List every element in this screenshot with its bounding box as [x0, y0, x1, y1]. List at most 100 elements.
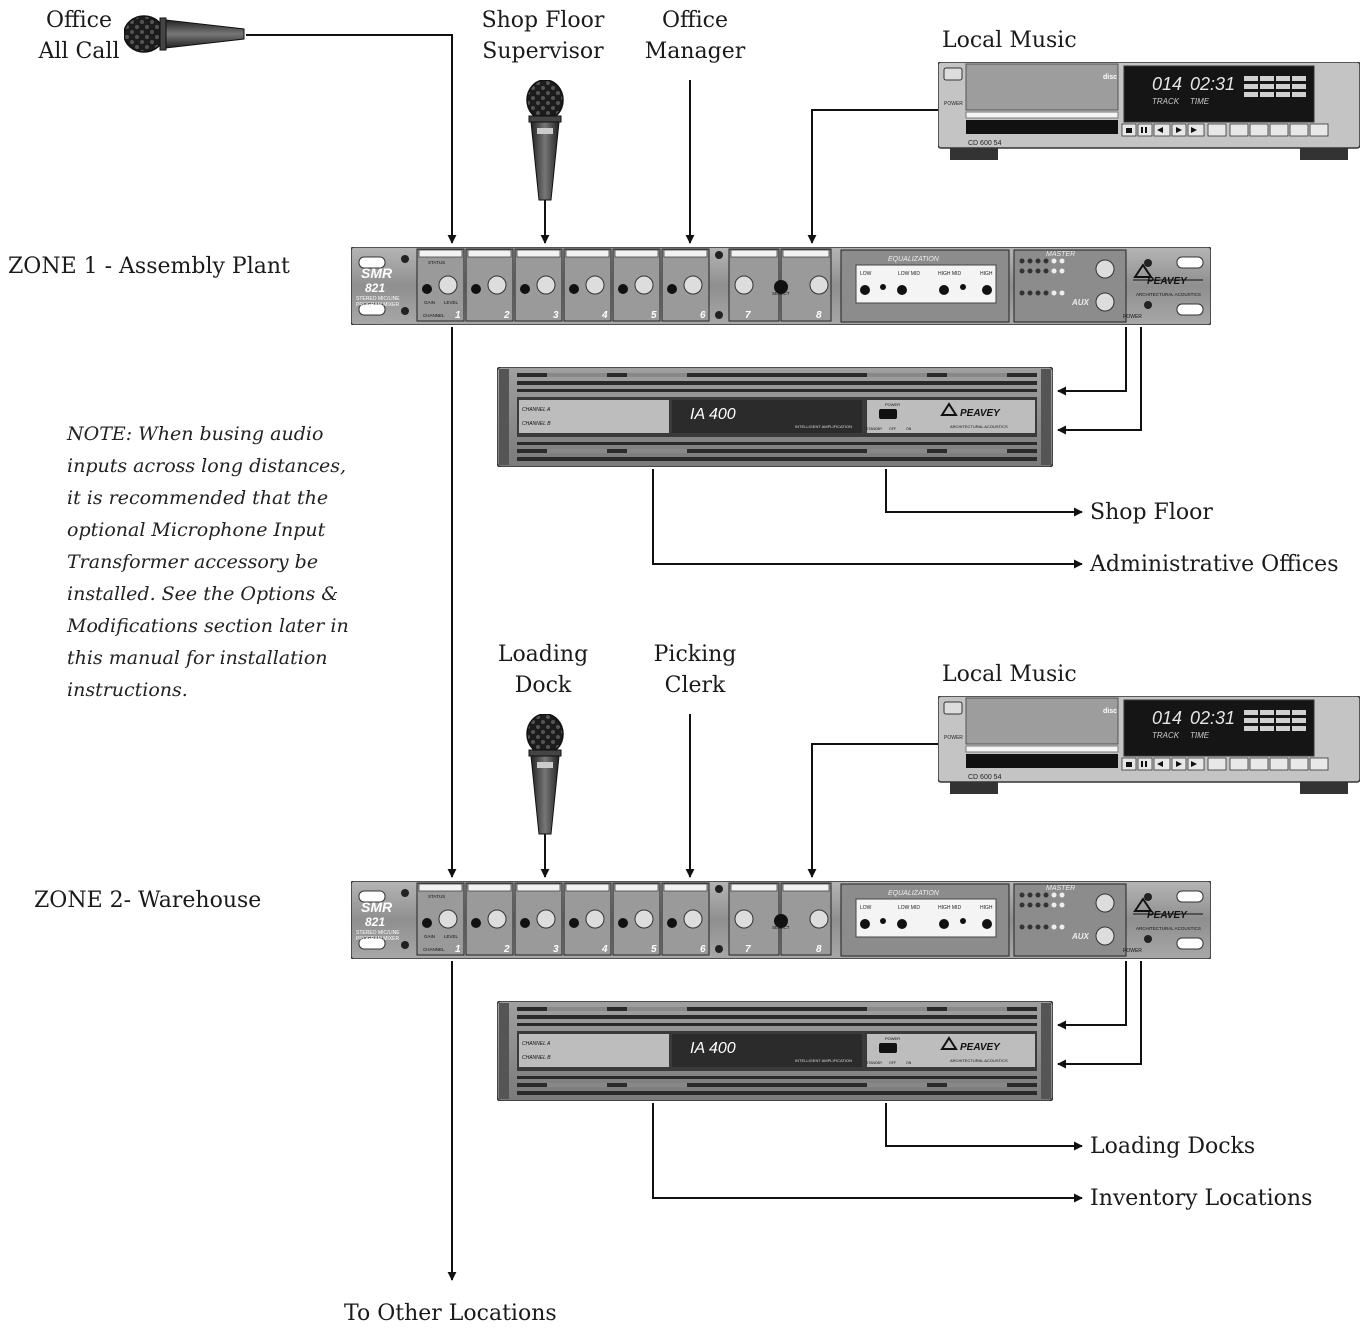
mixer2-ch6: 6 — [700, 944, 706, 955]
wire-amp1-shop-floor — [885, 469, 1083, 517]
mixer1-power-label: POWER — [1123, 314, 1142, 320]
mixer1-eq-lowmid: LOW MID — [898, 271, 920, 277]
label-to-other-locations: To Other Locations — [344, 1301, 557, 1326]
mixer1-desc1: STEREO MIC/LINE — [356, 296, 400, 302]
mixer2-ch7: 7 — [745, 944, 751, 955]
mixer2-ch3: 3 — [553, 944, 559, 955]
label-loading-dock-line2: Dock — [514, 673, 572, 698]
mic-office-all-call — [124, 16, 244, 52]
label-local-music-2: Local Music — [942, 662, 1077, 687]
mixer2-ch1: 1 — [455, 944, 461, 955]
amp1-peavey-logo: PEAVEY — [960, 408, 1001, 419]
mixer1-ch2: 2 — [503, 310, 510, 321]
mixer1-aa-label: ARCHITECTURAL ACOUSTICS — [1136, 292, 1201, 297]
mixer1-channel-label: CHANNEL — [423, 313, 445, 318]
mixer2-ch4: 4 — [601, 944, 608, 955]
mixer1-ch3: 3 — [553, 310, 559, 321]
mixer2-desc2: PROGRAM MIXER — [356, 936, 399, 942]
wire-mixer2-amp2-b — [1057, 961, 1142, 1069]
mixer1-eq-title: EQUALIZATION — [888, 256, 940, 263]
cd2-time-label: TIME — [1190, 731, 1210, 740]
mixer2-channel-label: CHANNEL — [423, 947, 445, 952]
mixer-text-group: SMR 821 STEREO MIC/LINE PROGRAM MIXER ST… — [356, 251, 1201, 955]
wire-office-all-call — [246, 34, 457, 244]
mixer2-model: 821 — [365, 915, 385, 929]
mixer1-gain-label: GAIN — [424, 300, 435, 305]
label-picking-clerk-line2: Clerk — [664, 673, 726, 698]
mixer2-gain-label: GAIN — [424, 934, 435, 939]
amp1-aa-label: ARCHITECTURAL ACOUSTICS — [950, 424, 1008, 429]
mixer1-eq-low: LOW — [860, 271, 872, 277]
note-text: NOTE: When busing audio inputs across lo… — [67, 423, 349, 701]
mixer1-ch7: 7 — [745, 310, 751, 321]
amp-text-group: CHANNEL A CHANNEL B IA 400 INTELLIGENT A… — [522, 402, 1008, 1065]
cd1-model-label: CD 600 54 — [968, 140, 1002, 147]
mic-loading-dock — [527, 714, 563, 834]
label-administrative-offices: Administrative Offices — [1090, 552, 1339, 577]
amp2-model: IA 400 — [690, 1040, 736, 1057]
label-office-manager: Office Manager — [630, 5, 760, 67]
label-zone1: ZONE 1 - Assembly Plant — [8, 254, 290, 279]
label-shop-floor-supervisor: Shop Floor Supervisor — [468, 5, 618, 67]
amp2-intelligent-label: INTELLIGENT AMPLIFICATION — [795, 1058, 852, 1063]
cd2-power-label: POWER — [944, 735, 963, 741]
label-loading-docks: Loading Docks — [1090, 1134, 1256, 1159]
mixer2-eq-low: LOW — [860, 905, 872, 911]
mixer2-level-label: LEVEL — [444, 934, 459, 939]
cd2-time-value: 02:31 — [1190, 708, 1235, 728]
label-loading-dock: Loading Dock — [478, 639, 608, 701]
label-office-all-call: Office All Call — [24, 5, 134, 67]
mixer1-desc2: PROGRAM MIXER — [356, 302, 399, 308]
mixer1-level-label: LEVEL — [444, 300, 459, 305]
mixer2-power-label: POWER — [1123, 948, 1142, 954]
amp1-channel-b: CHANNEL B — [522, 421, 551, 427]
cd1-disc-label: disc — [1103, 74, 1117, 81]
amp1-model: IA 400 — [690, 406, 736, 423]
mixer1-aux-label: AUX — [1071, 298, 1090, 307]
wire-mixer1-amp1-a — [1057, 327, 1127, 396]
cd1-time-label: TIME — [1190, 97, 1210, 106]
wire-amp1-admin-offices — [652, 469, 1083, 569]
wire-local-music-2 — [807, 743, 938, 878]
mixer2-aux-label: AUX — [1071, 932, 1090, 941]
label-inventory-locations: Inventory Locations — [1090, 1186, 1313, 1211]
amp2-on-label: ON — [906, 1061, 912, 1065]
mixer2-eq-highmid: HIGH MID — [938, 905, 961, 911]
cd1-track-number: 014 — [1152, 74, 1182, 94]
label-local-music-1: Local Music — [942, 28, 1077, 53]
amp1-standby-label: STANDBY — [866, 427, 883, 431]
mic-shop-floor-supervisor — [527, 80, 563, 200]
cd2-track-label: TRACK — [1152, 731, 1180, 740]
amp1-power-label: POWER — [885, 402, 900, 407]
cd1-power-label: POWER — [944, 101, 963, 107]
mixer1-eq-high: HIGH — [980, 271, 993, 277]
mixer2-desc1: STEREO MIC/LINE — [356, 930, 400, 936]
cd2-model-label: CD 600 54 — [968, 774, 1002, 781]
mixer1-model: 821 — [365, 281, 385, 295]
mixer2-select-label: SELECT — [772, 925, 790, 930]
label-shop-floor-supervisor-line1: Shop Floor — [481, 8, 605, 33]
mixer1-peavey-logo: PEAVEY — [1147, 276, 1188, 287]
mixer1-master-label: MASTER — [1046, 251, 1075, 258]
label-zone2: ZONE 2- Warehouse — [34, 888, 262, 913]
mixer1-eq-highmid: HIGH MID — [938, 271, 961, 277]
amp2-peavey-logo: PEAVEY — [960, 1042, 1001, 1053]
label-office-manager-line1: Office — [661, 8, 729, 33]
mixer-zone2 — [351, 881, 1211, 959]
mixer1-ch4: 4 — [601, 310, 608, 321]
mixer2-brand: SMR — [361, 899, 393, 915]
amp1-intelligent-label: INTELLIGENT AMPLIFICATION — [795, 424, 852, 429]
label-loading-dock-line1: Loading — [497, 642, 589, 667]
wire-mixer1-amp1-b — [1057, 327, 1142, 435]
label-office-all-call-line2: All Call — [38, 39, 120, 64]
wire-group — [246, 34, 1142, 1281]
amp2-channel-b: CHANNEL B — [522, 1055, 551, 1061]
cd2-track-number: 014 — [1152, 708, 1182, 728]
mixer1-ch6: 6 — [700, 310, 706, 321]
amp1-on-label: ON — [906, 427, 912, 431]
mixer1-select-label: SELECT — [772, 291, 790, 296]
amp2-channel-a: CHANNEL A — [522, 1041, 551, 1047]
mixer1-ch1: 1 — [455, 310, 461, 321]
mixer2-eq-lowmid: LOW MID — [898, 905, 920, 911]
label-shop-floor-supervisor-line2: Supervisor — [482, 39, 604, 64]
